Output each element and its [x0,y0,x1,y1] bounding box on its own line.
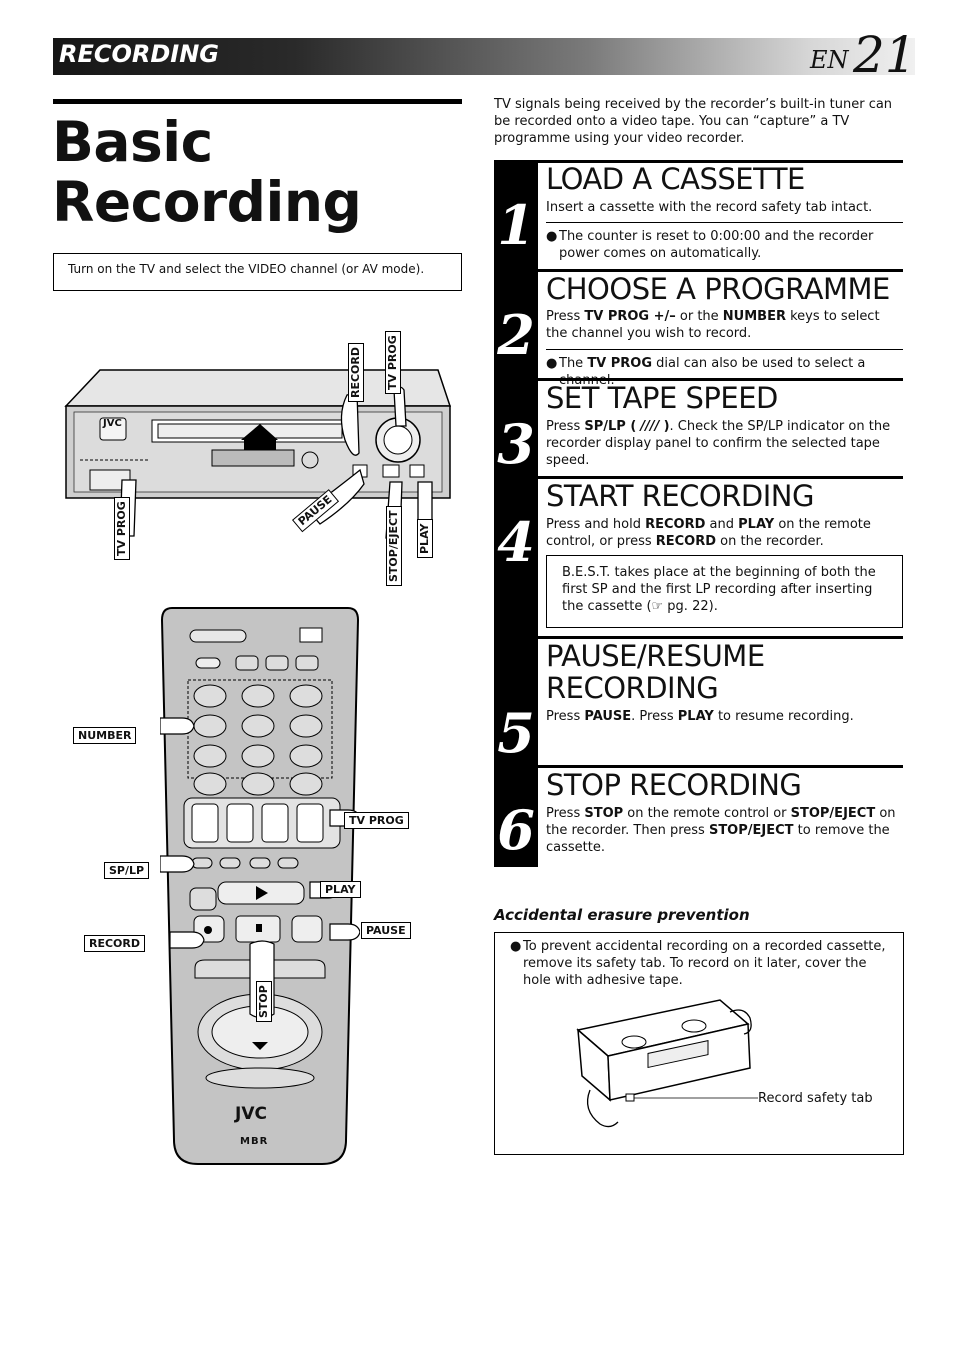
step-1-heading: LOAD A CASSETTE [546,162,805,196]
step-1-rule [538,160,903,163]
step-2-number: 2 [497,303,535,367]
record-safety-tab-label: Record safety tab [758,1091,873,1106]
step-6-text: Press STOP on the remote control or STOP… [546,806,896,855]
step-5-number: 5 [497,701,535,765]
vcr-label-record: RECORD [348,342,364,402]
step-2-note: ●The TV PROG dial can also be used to se… [546,356,866,388]
step-1-number: 1 [497,193,535,257]
vcr-label-stop-eject: STOP/EJECT [386,506,402,586]
step-6-rule [538,765,903,768]
step-4-number: 4 [497,510,535,574]
title-line-1: Basic [52,110,213,174]
step-3-rule [538,378,903,381]
cassette-illustration [576,999,758,1128]
prep-note-box [53,253,462,291]
best-note-box [546,555,903,628]
intro-paragraph: TV signals being received by the recorde… [494,97,893,146]
step-1-note-text: The counter is reset to 0:00:00 and the … [559,229,874,261]
step-number-bar [494,160,538,867]
erasure-box [494,932,904,1155]
step-5-text: Press PAUSE. Press PLAY to resume record… [546,709,854,724]
remote-illustration [160,607,360,1165]
step-1-divider [546,222,903,223]
section-header-band [53,38,915,75]
step-3-text: Press SP/LP ( //// ). Check the SP/LP in… [546,419,891,468]
section-label: RECORDING [59,40,220,68]
page-title: Basic Recording [52,110,362,234]
erasure-heading: Accidental erasure prevention [494,906,750,924]
vcr-label-tv-prog-left: TV PROG [114,497,130,560]
step-4-rule [538,476,903,479]
vcr-label-tv-prog-top: TV PROG [385,331,401,394]
prep-note: Turn on the TV and select the VIDEO chan… [68,262,425,276]
erasure-note: ●To prevent accidental recording on a re… [510,938,892,989]
remote-brand: JVC [235,1104,267,1124]
step-3-number: 3 [497,412,535,476]
step-2-divider [546,349,903,350]
step-4-heading: START RECORDING [546,479,814,513]
remote-label-pause: PAUSE [361,922,411,939]
remote-label-tv-prog: TV PROG [344,812,409,829]
remote-logo: MBR [240,1136,269,1147]
step-2-heading: CHOOSE A PROGRAMME [546,272,890,306]
remote-label-sp-lp: SP/LP [104,862,150,879]
remote-label-record: RECORD [84,935,146,952]
remote-label-play: PLAY [320,881,361,898]
title-line-2: Recording [52,170,362,234]
step-6-number: 6 [497,798,535,862]
step-4-text: Press and hold RECORD and PLAY on the re… [546,517,871,549]
remote-label-number: NUMBER [73,727,137,744]
step-6-heading: STOP RECORDING [546,768,802,802]
vcr-label-play: PLAY [417,519,433,558]
step-3-heading: SET TAPE SPEED [546,381,778,415]
best-note: B.E.S.T. takes place at the beginning of… [562,565,876,614]
title-rule [53,99,462,104]
step-1-note: ●The counter is reset to 0:00:00 and the… [546,228,898,262]
step-1-text: Insert a cassette with the record safety… [546,200,873,215]
language-code: EN [810,46,849,74]
erasure-note-text: To prevent accidental recording on a rec… [523,939,886,988]
step-2-rule [538,269,903,272]
step-2-text: Press TV PROG +/– or the NUMBER keys to … [546,309,880,341]
page-number: 21 [853,26,917,84]
remote-label-stop: STOP [256,981,272,1022]
vcr-brand: JVC [103,418,122,429]
step-5-rule [538,636,903,639]
